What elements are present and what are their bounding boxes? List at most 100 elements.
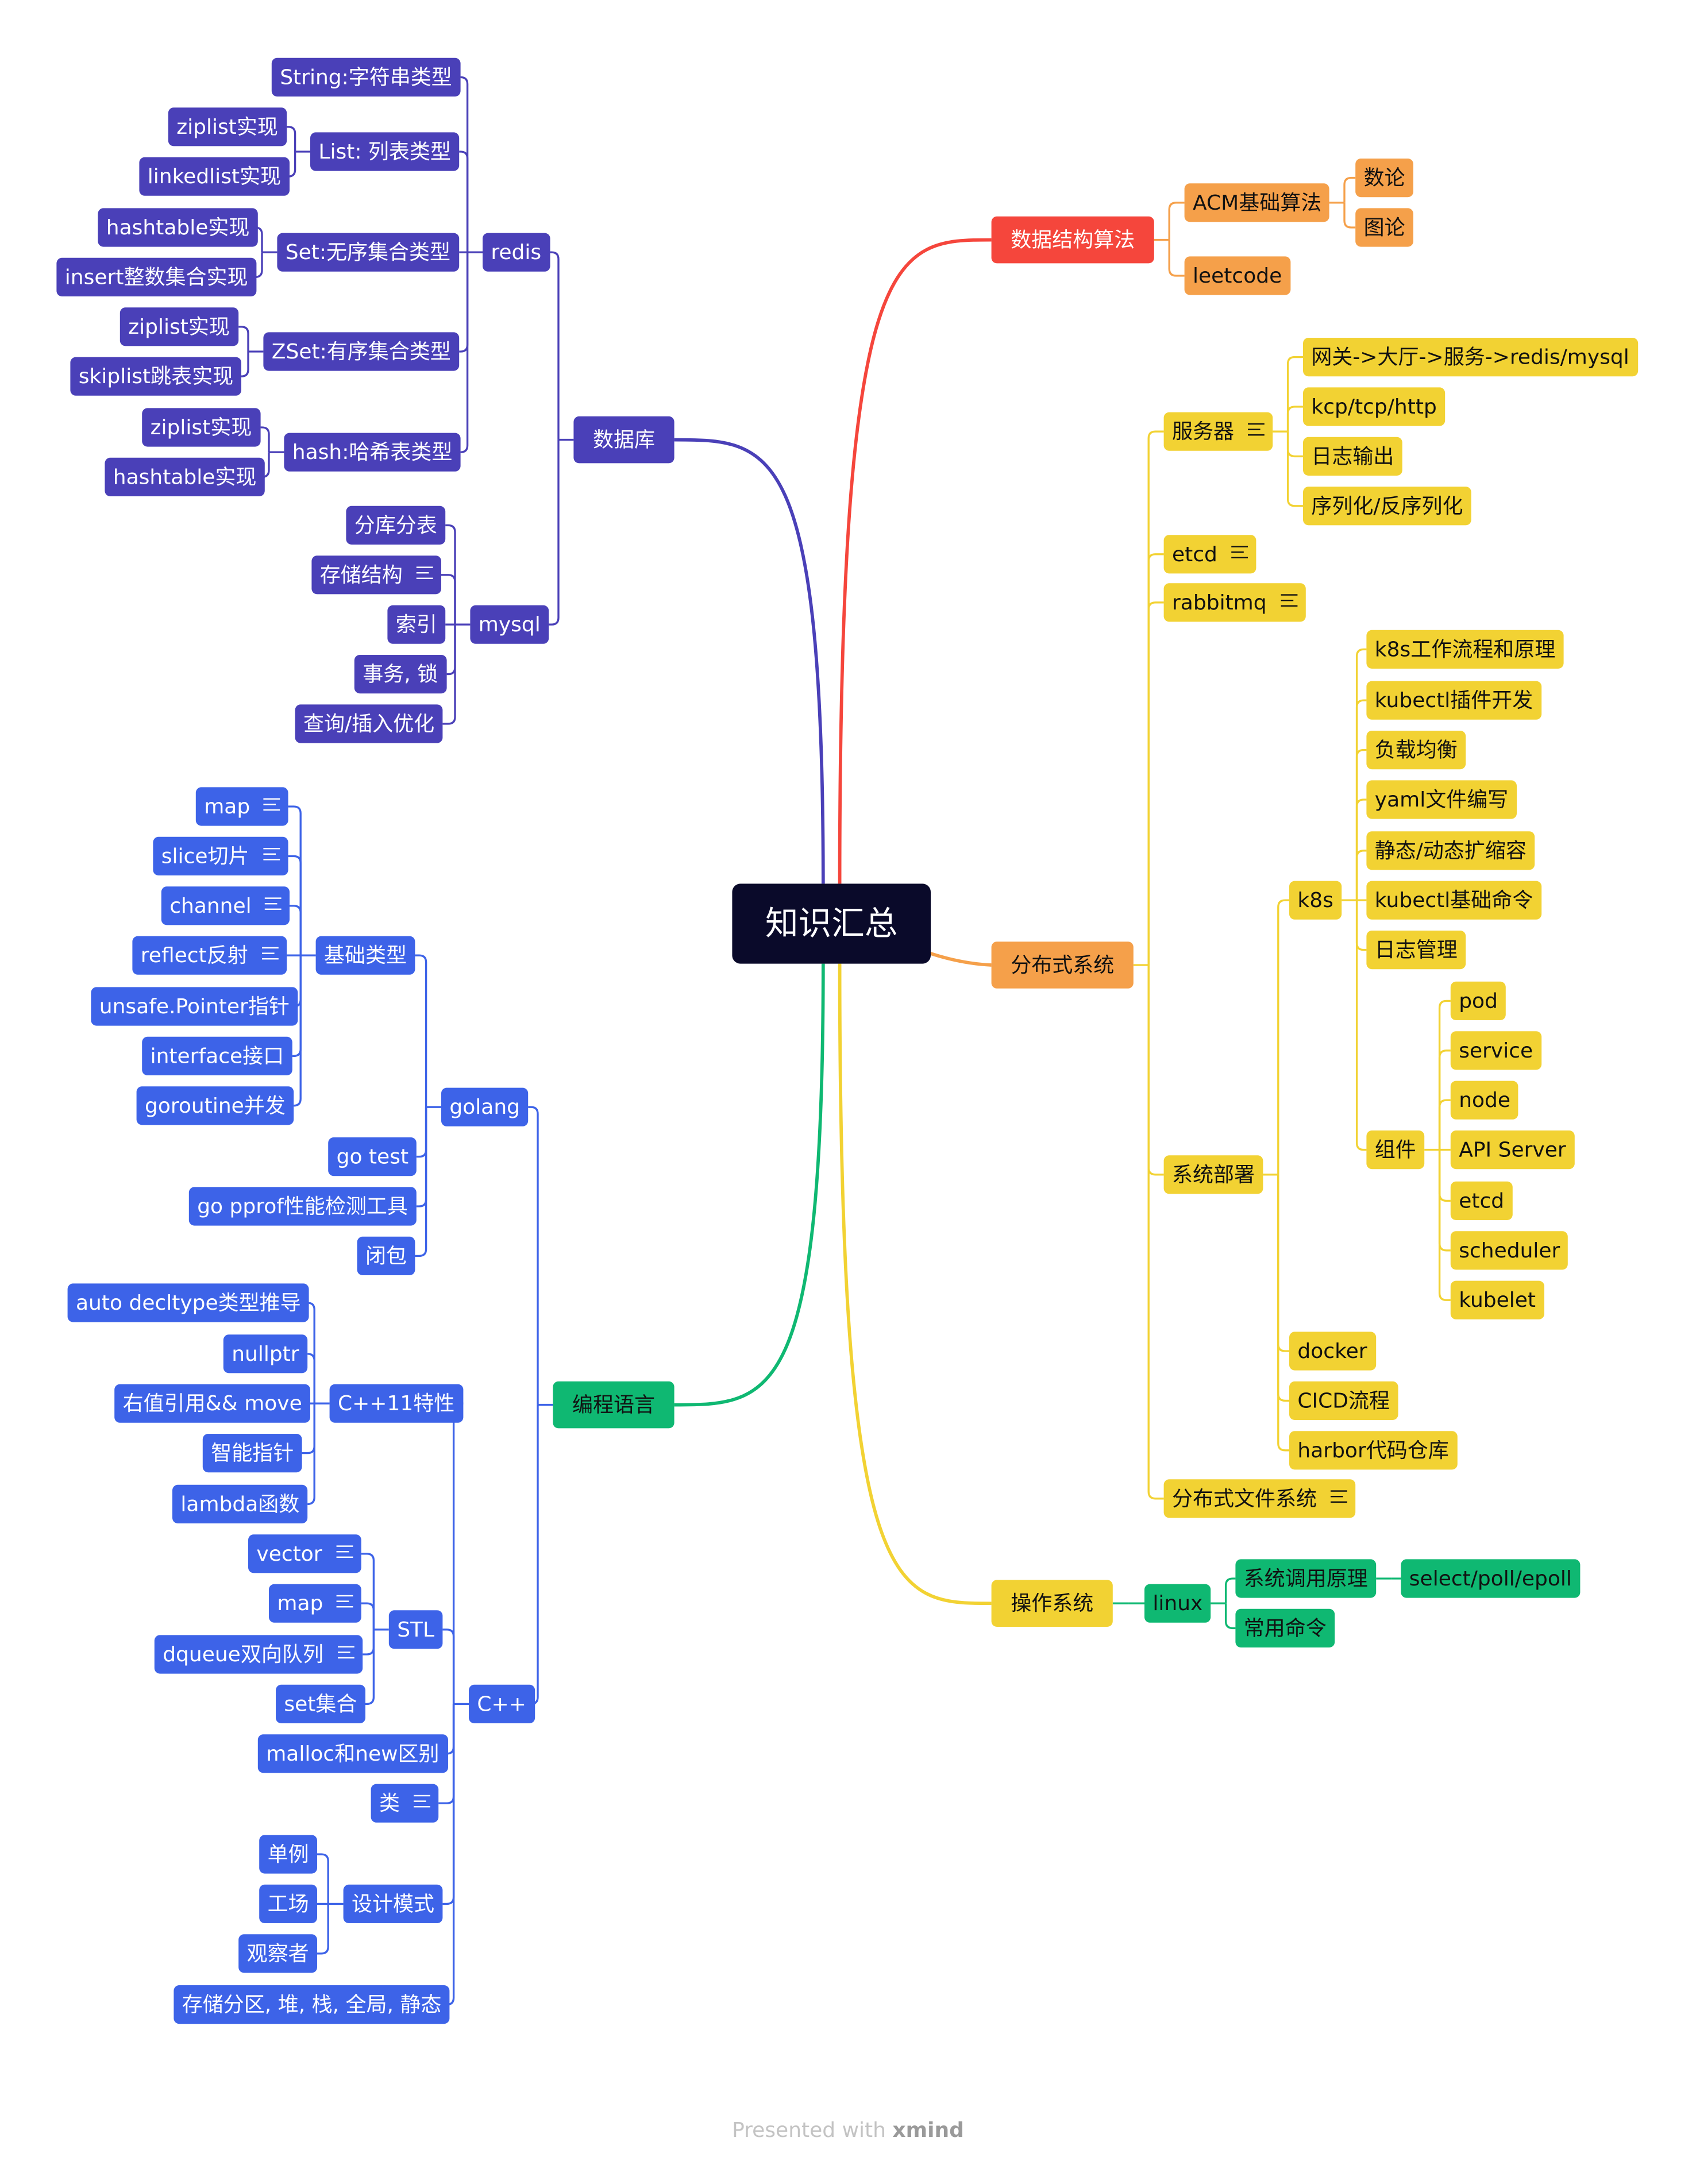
topic-graph-theory[interactable]: 图论 bbox=[1355, 208, 1414, 247]
topic-acm[interactable]: ACM基础算法 bbox=[1184, 183, 1330, 222]
topic-cpp[interactable]: C++ bbox=[469, 1684, 535, 1723]
topic-design-patterns[interactable]: 设计模式 bbox=[343, 1884, 443, 1924]
topic-list-ziplist[interactable]: ziplist实现 bbox=[168, 107, 287, 146]
topic-cpp-lambda[interactable]: lambda函数 bbox=[172, 1484, 308, 1523]
topic-k8s-scaling[interactable]: 静态/动态扩缩容 bbox=[1366, 831, 1535, 870]
note-icon[interactable] bbox=[265, 893, 282, 913]
topic-golang[interactable]: golang bbox=[441, 1087, 529, 1126]
topic-programming[interactable]: 编程语言 bbox=[553, 1381, 674, 1429]
topic-pattern-singleton[interactable]: 单例 bbox=[259, 1835, 318, 1874]
topic-cpp-smartptr[interactable]: 智能指针 bbox=[202, 1434, 302, 1473]
topic-os[interactable]: 操作系统 bbox=[991, 1580, 1113, 1627]
note-icon[interactable] bbox=[337, 1642, 354, 1662]
topic-list-linkedlist[interactable]: linkedlist实现 bbox=[139, 157, 290, 196]
topic-docker[interactable]: docker bbox=[1289, 1332, 1375, 1371]
topic-set-hashtable[interactable]: hashtable实现 bbox=[98, 208, 258, 247]
topic-go-slice[interactable]: slice切片 bbox=[153, 836, 288, 875]
note-icon[interactable] bbox=[416, 562, 433, 582]
note-icon[interactable] bbox=[263, 844, 280, 864]
topic-server-protocol[interactable]: kcp/tcp/http bbox=[1303, 387, 1446, 426]
topic-select-poll-epoll[interactable]: select/poll/epoll bbox=[1401, 1559, 1581, 1598]
topic-k8s[interactable]: k8s bbox=[1289, 881, 1342, 920]
note-icon[interactable] bbox=[337, 1591, 354, 1611]
topic-redis-hash[interactable]: hash:哈希表类型 bbox=[284, 433, 461, 472]
topic-pattern-factory[interactable]: 工场 bbox=[259, 1884, 318, 1924]
topic-distributed[interactable]: 分布式系统 bbox=[991, 941, 1134, 989]
topic-server-logging[interactable]: 日志输出 bbox=[1303, 437, 1402, 476]
topic-syscall[interactable]: 系统调用原理 bbox=[1235, 1559, 1377, 1598]
topic-server[interactable]: 服务器 bbox=[1163, 412, 1273, 451]
topic-stl-vector[interactable]: vector bbox=[248, 1534, 361, 1573]
root-topic[interactable]: 知识汇总 bbox=[732, 883, 931, 964]
topic-linux[interactable]: linux bbox=[1144, 1584, 1211, 1623]
topic-go-closure[interactable]: 闭包 bbox=[357, 1236, 415, 1275]
topic-go-pprof[interactable]: go pprof性能检测工具 bbox=[188, 1187, 417, 1226]
topic-comp-node[interactable]: node bbox=[1450, 1081, 1519, 1120]
topic-redis[interactable]: redis bbox=[483, 233, 550, 272]
topic-algorithms[interactable]: 数据结构算法 bbox=[991, 216, 1154, 264]
topic-leetcode[interactable]: leetcode bbox=[1184, 256, 1290, 295]
topic-k8s-plugin[interactable]: kubectl插件开发 bbox=[1366, 681, 1541, 720]
topic-common-commands[interactable]: 常用命令 bbox=[1235, 1608, 1335, 1647]
topic-k8s-loadbalance[interactable]: 负载均衡 bbox=[1366, 731, 1466, 770]
note-icon[interactable] bbox=[414, 1791, 430, 1811]
topic-cpp-malloc[interactable]: malloc和new区别 bbox=[257, 1734, 448, 1773]
note-icon[interactable] bbox=[1231, 542, 1248, 562]
topic-set-intset[interactable]: insert整数集合实现 bbox=[56, 257, 256, 296]
topic-dfs[interactable]: 分布式文件系统 bbox=[1163, 1479, 1356, 1518]
topic-go-interface[interactable]: interface接口 bbox=[142, 1036, 292, 1076]
topic-zset-skiplist[interactable]: skiplist跳表实现 bbox=[70, 357, 242, 396]
topic-comp-kubelet[interactable]: kubelet bbox=[1450, 1280, 1544, 1319]
topic-k8s-components[interactable]: 组件 bbox=[1366, 1130, 1425, 1170]
note-icon[interactable] bbox=[336, 1541, 353, 1561]
note-icon[interactable] bbox=[1248, 419, 1265, 439]
topic-cpp-class[interactable]: 类 bbox=[371, 1784, 439, 1823]
topic-cpp-rvalue[interactable]: 右值引用&& move bbox=[114, 1384, 311, 1423]
topic-stl-map[interactable]: map bbox=[269, 1584, 362, 1623]
topic-rabbitmq[interactable]: rabbitmq bbox=[1163, 583, 1305, 622]
topic-mysql-transaction[interactable]: 事务, 锁 bbox=[354, 655, 446, 694]
topic-k8s-workflow[interactable]: k8s工作流程和原理 bbox=[1366, 630, 1564, 669]
note-icon[interactable] bbox=[264, 794, 280, 815]
topic-number-theory[interactable]: 数论 bbox=[1355, 159, 1414, 198]
topic-server-gateway[interactable]: 网关->大厅->服务->redis/mysql bbox=[1303, 338, 1638, 377]
topic-comp-etcd[interactable]: etcd bbox=[1450, 1181, 1513, 1220]
topic-redis-zset[interactable]: ZSet:有序集合类型 bbox=[263, 332, 460, 371]
topic-zset-ziplist[interactable]: ziplist实现 bbox=[120, 307, 238, 346]
topic-go-basic[interactable]: 基础类型 bbox=[315, 936, 415, 975]
topic-hash-ziplist[interactable]: ziplist实现 bbox=[142, 408, 260, 447]
topic-comp-service[interactable]: service bbox=[1450, 1031, 1541, 1070]
topic-k8s-logs[interactable]: 日志管理 bbox=[1366, 931, 1466, 970]
topic-go-reflect[interactable]: reflect反射 bbox=[132, 936, 287, 975]
topic-redis-string[interactable]: String:字符串类型 bbox=[271, 57, 461, 97]
note-icon[interactable] bbox=[1280, 590, 1297, 610]
topic-cicd[interactable]: CICD流程 bbox=[1289, 1381, 1398, 1420]
topic-comp-pod[interactable]: pod bbox=[1450, 981, 1506, 1021]
topic-cpp11[interactable]: C++11特性 bbox=[329, 1384, 463, 1423]
topic-go-goroutine[interactable]: goroutine并发 bbox=[136, 1086, 294, 1125]
topic-stl-deque[interactable]: dqueue双向队列 bbox=[154, 1635, 363, 1674]
topic-comp-scheduler[interactable]: scheduler bbox=[1450, 1231, 1568, 1270]
topic-server-serialization[interactable]: 序列化/反序列化 bbox=[1303, 487, 1471, 526]
topic-cpp-memory[interactable]: 存储分区, 堆, 栈, 全局, 静态 bbox=[174, 1985, 450, 2024]
topic-mysql[interactable]: mysql bbox=[470, 605, 549, 644]
topic-database[interactable]: 数据库 bbox=[573, 416, 674, 464]
topic-redis-set[interactable]: Set:无序集合类型 bbox=[277, 233, 459, 272]
topic-mysql-query[interactable]: 查询/插入优化 bbox=[295, 704, 443, 743]
topic-hash-hashtable[interactable]: hashtable实现 bbox=[105, 457, 265, 497]
topic-cpp-auto[interactable]: auto decltype类型推导 bbox=[67, 1283, 310, 1322]
topic-mysql-sharding[interactable]: 分库分表 bbox=[346, 506, 446, 545]
topic-go-map[interactable]: map bbox=[195, 787, 289, 826]
topic-go-unsafe[interactable]: unsafe.Pointer指针 bbox=[91, 987, 298, 1026]
topic-harbor[interactable]: harbor代码仓库 bbox=[1289, 1431, 1458, 1470]
topic-pattern-observer[interactable]: 观察者 bbox=[238, 1934, 318, 1973]
topic-stl[interactable]: STL bbox=[388, 1610, 443, 1649]
topic-mysql-storage[interactable]: 存储结构 bbox=[311, 555, 442, 595]
topic-go-channel[interactable]: channel bbox=[161, 886, 290, 925]
note-icon[interactable] bbox=[1331, 1486, 1347, 1506]
note-icon[interactable] bbox=[261, 943, 279, 963]
topic-stl-set[interactable]: set集合 bbox=[276, 1684, 365, 1723]
topic-go-test[interactable]: go test bbox=[328, 1137, 417, 1176]
topic-mysql-index[interactable]: 索引 bbox=[387, 605, 446, 644]
topic-cpp-nullptr[interactable]: nullptr bbox=[223, 1334, 308, 1373]
